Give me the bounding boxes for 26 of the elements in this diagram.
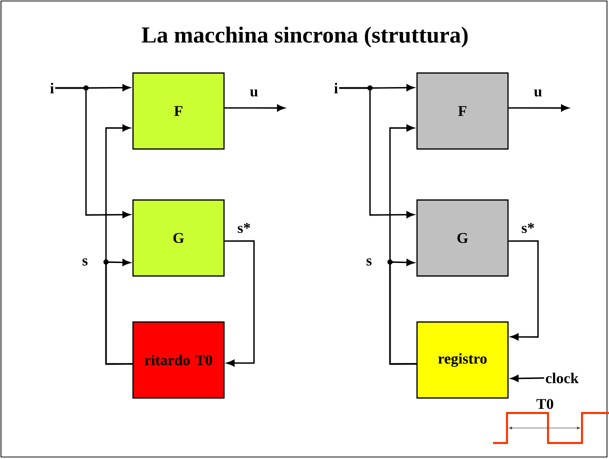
arrow bbox=[508, 104, 569, 112]
block-box: F bbox=[132, 72, 225, 150]
signal-name: u bbox=[534, 89, 542, 97]
signal-name: s bbox=[82, 258, 88, 266]
arrow bbox=[339, 87, 414, 218]
signal-name: i bbox=[50, 82, 54, 94]
arrow bbox=[105, 259, 132, 365]
block-box: registro bbox=[416, 321, 509, 399]
arrow bbox=[508, 240, 539, 340]
block-box: F bbox=[416, 72, 509, 150]
arrow bbox=[224, 240, 255, 366]
signal-name: s* bbox=[238, 222, 250, 234]
arrow bbox=[55, 87, 130, 218]
block-box: G bbox=[132, 199, 225, 277]
signal-name: s* bbox=[522, 222, 534, 234]
signal-name: i bbox=[334, 82, 338, 94]
signal-name: clock bbox=[546, 372, 579, 384]
arrow bbox=[389, 259, 416, 365]
signal-name: s bbox=[366, 258, 372, 266]
block-box: ritardo T0 bbox=[132, 321, 225, 399]
signal-name: u bbox=[250, 89, 258, 97]
arrow bbox=[224, 104, 285, 112]
block-box: G bbox=[416, 199, 509, 277]
signal-name: T0 bbox=[536, 398, 554, 410]
slide-title: La macchina sincrona (struttura) bbox=[142, 26, 468, 48]
arrow bbox=[510, 374, 544, 382]
